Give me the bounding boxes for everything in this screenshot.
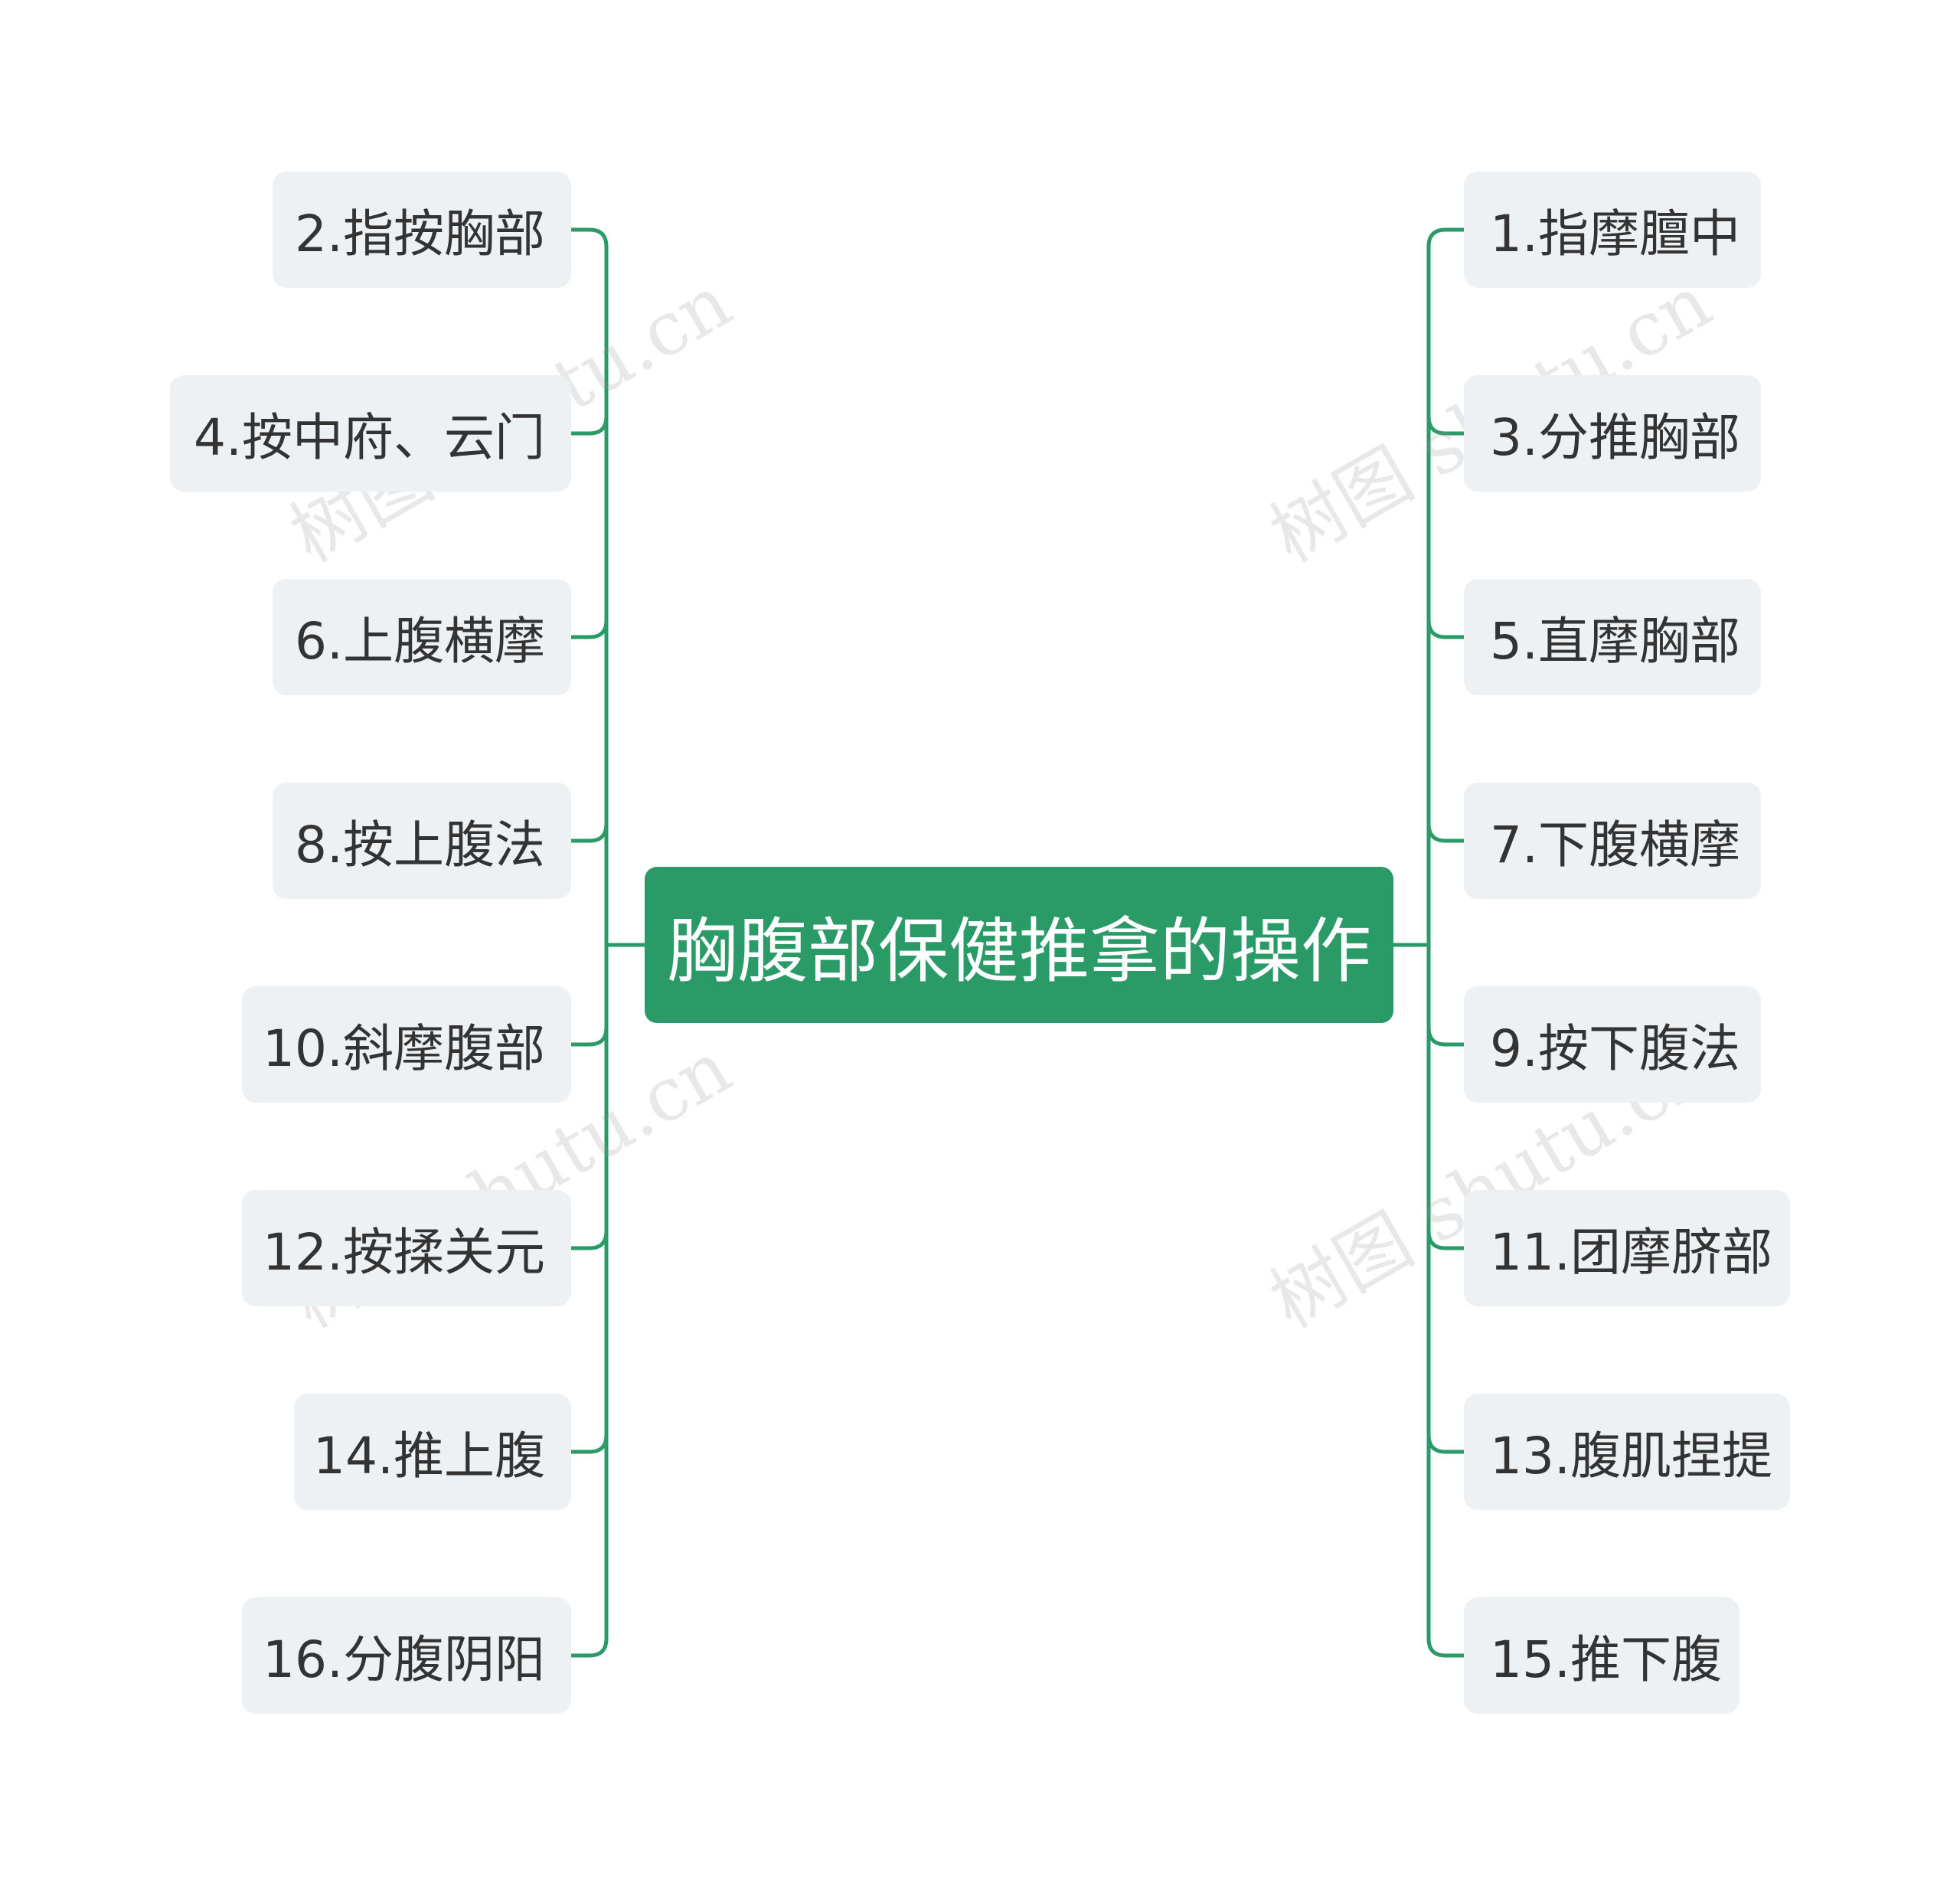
left-branch-connector — [571, 1434, 609, 1454]
right-branch-connector — [1426, 227, 1464, 247]
left-branch-connector — [571, 1231, 609, 1250]
right-branch-connector — [1426, 1231, 1464, 1250]
central-topic[interactable]: 胸腹部保健推拿的操作 — [645, 867, 1393, 1023]
left-topic-node[interactable]: 2.指按胸部 — [273, 172, 571, 288]
left-branch-connector — [571, 1027, 609, 1047]
right-topic-node[interactable]: 3.分推胸部 — [1464, 375, 1761, 492]
right-branch-connector — [1426, 1434, 1464, 1454]
left-topic-node[interactable]: 10.斜摩腹部 — [242, 986, 571, 1103]
left-branch-connector — [571, 619, 609, 639]
left-topic-node[interactable]: 16.分腹阴阳 — [242, 1597, 571, 1714]
right-topic-node[interactable]: 5.直摩胸部 — [1464, 579, 1761, 695]
left-branch-connector — [571, 227, 609, 247]
left-topic-node[interactable]: 12.按揉关元 — [242, 1190, 571, 1306]
left-topic-node[interactable]: 4.按中府、云门 — [170, 375, 571, 492]
left-topic-node[interactable]: 6.上腹横摩 — [273, 579, 571, 695]
right-topic-node[interactable]: 13.腹肌捏提 — [1464, 1394, 1790, 1510]
right-branch-connector — [1426, 1027, 1464, 1047]
right-topic-node[interactable]: 1.指摩膻中 — [1464, 172, 1761, 288]
right-topic-node[interactable]: 9.按下腹法 — [1464, 986, 1761, 1103]
right-branch-connector — [1426, 823, 1464, 843]
right-branch-connector — [1426, 619, 1464, 639]
left-topic-node[interactable]: 8.按上腹法 — [273, 783, 571, 899]
right-topic-node[interactable]: 11.团摩脐部 — [1464, 1190, 1790, 1306]
left-branch-connector — [571, 823, 609, 843]
right-branch-connector — [1426, 416, 1464, 436]
right-branch-connector — [1426, 1638, 1464, 1658]
left-branch-connector — [571, 416, 609, 436]
left-branch-connector — [571, 1638, 609, 1658]
right-topic-node[interactable]: 7.下腹横摩 — [1464, 783, 1761, 899]
right-topic-node[interactable]: 15.推下腹 — [1464, 1597, 1740, 1714]
left-topic-node[interactable]: 14.推上腹 — [294, 1394, 571, 1510]
